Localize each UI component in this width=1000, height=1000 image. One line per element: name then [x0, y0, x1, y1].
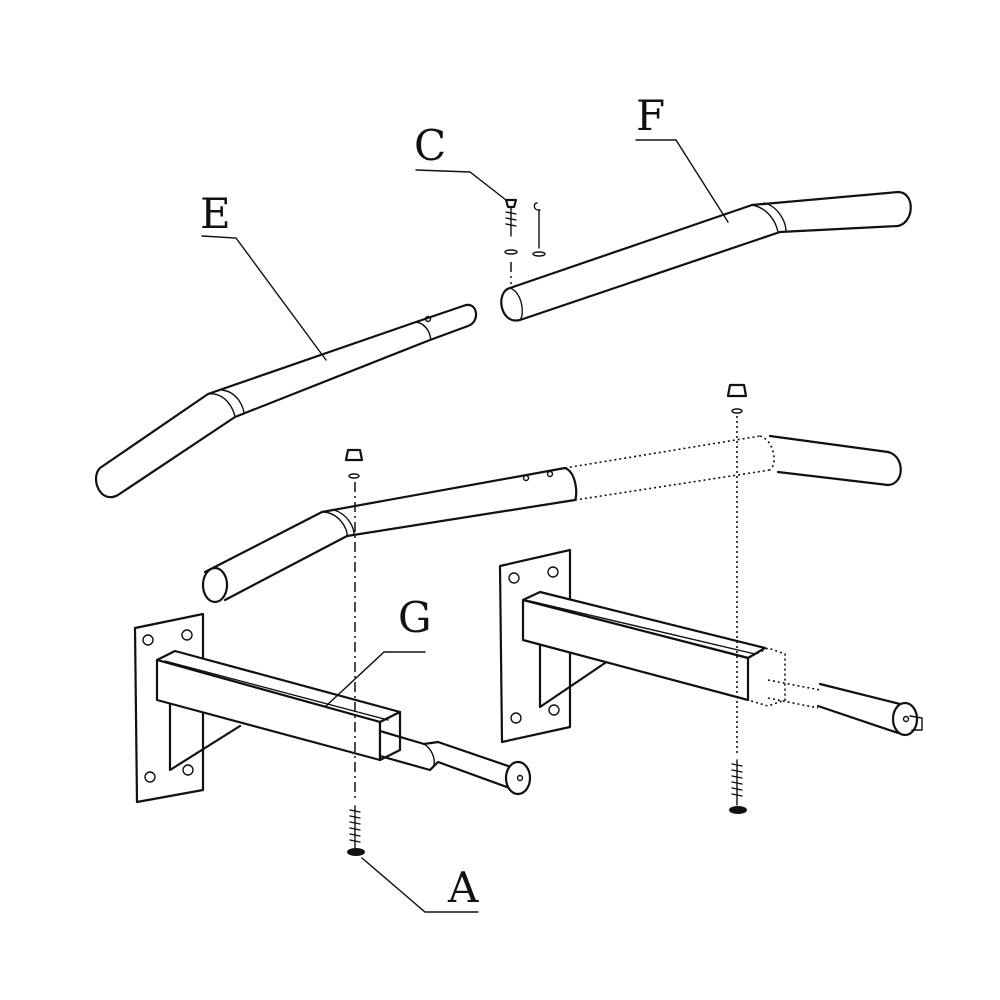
label-f: F [636, 91, 665, 140]
part-f-right-bar [500, 190, 912, 322]
label-g: G [398, 593, 432, 642]
assembled-bar [201, 434, 902, 604]
label-c: C [414, 121, 446, 170]
part-a-bolt-left [347, 805, 365, 856]
top-nut-left [344, 448, 364, 479]
part-c-screws [504, 198, 546, 284]
leader-a [361, 857, 479, 913]
top-nut-right [726, 383, 748, 414]
leader-g [325, 651, 426, 707]
leader-e [201, 235, 327, 361]
part-a-bolt-right [729, 759, 747, 814]
right-wall-bracket [498, 548, 923, 744]
leader-f [635, 139, 729, 223]
part-e-left-bar [94, 303, 478, 499]
left-wall-bracket [133, 612, 532, 804]
label-a: A [447, 863, 479, 912]
leader-c [415, 169, 507, 201]
label-e: E [200, 189, 231, 238]
